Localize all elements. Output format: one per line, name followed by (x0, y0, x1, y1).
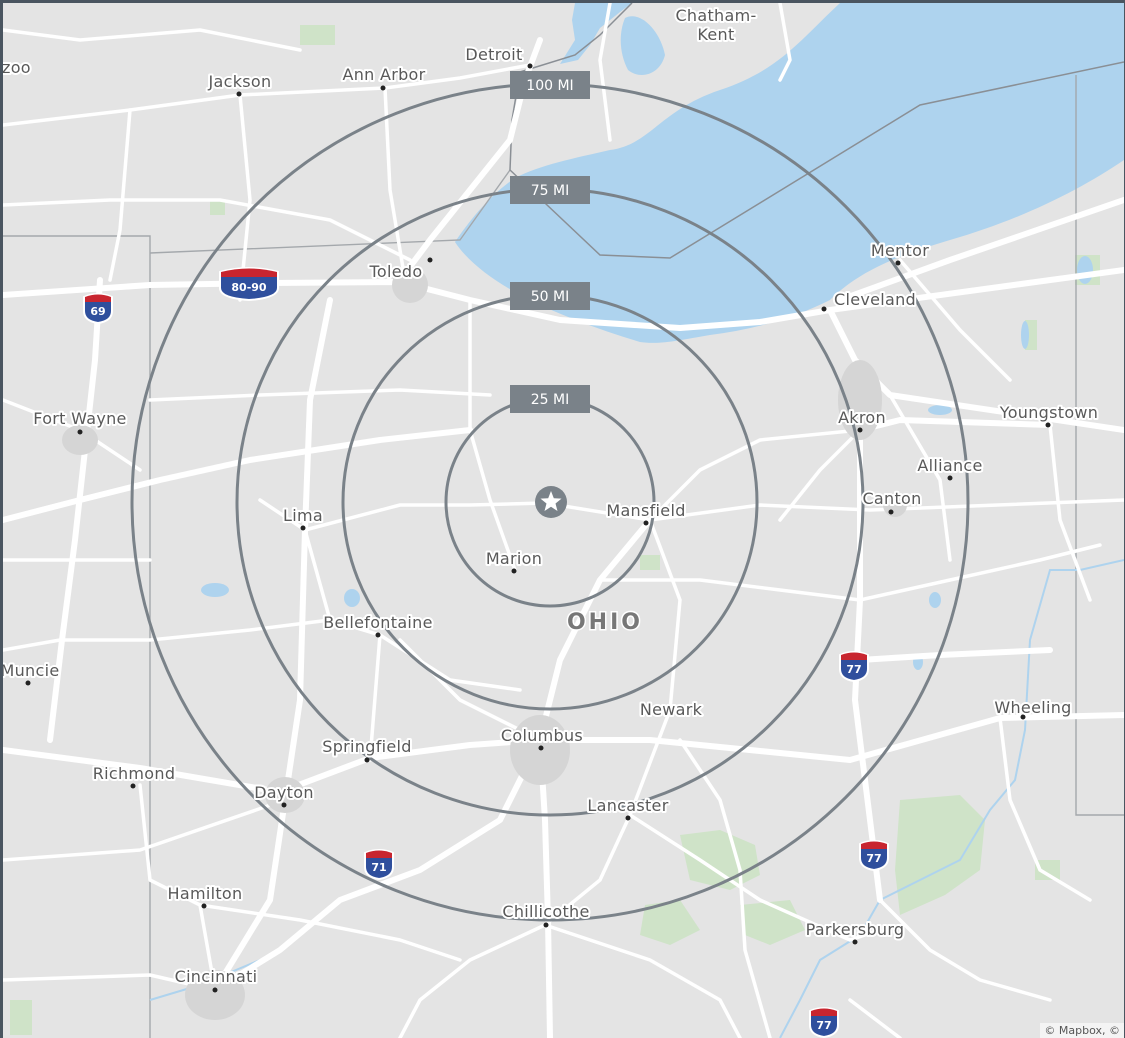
map-attribution[interactable]: © Mapbox, © (1040, 1023, 1124, 1038)
star-icon (540, 491, 562, 511)
ring-label-text: 75 MI (531, 183, 569, 199)
city-label-wheeling: Wheeling (994, 698, 1071, 717)
shield-number: 69 (90, 305, 105, 318)
parks (10, 25, 1100, 1035)
city-label-fort-wayne: Fort Wayne (33, 409, 126, 428)
city-label-lancaster: Lancaster (587, 796, 668, 815)
interstate-shield-80-90: 80-90 (219, 267, 279, 302)
city-label-columbus: Columbus (501, 726, 583, 745)
city-label-marion: Marion (486, 549, 542, 568)
city-label-dayton: Dayton (254, 783, 314, 802)
ring-label-text: 100 MI (526, 78, 573, 94)
city-label-mentor: Mentor (871, 241, 929, 260)
city-label-canton: Canton (862, 489, 921, 508)
city-label-cleveland: Cleveland (834, 290, 916, 309)
city-label-alliance: Alliance (917, 456, 982, 475)
interstate-shield-71: 71 (364, 849, 394, 881)
shield-number: 71 (371, 861, 386, 874)
ring-label-50: 50 MI (510, 282, 590, 310)
state-label-ohio: OHIO (567, 610, 643, 635)
interstate-shield-69: 69 (83, 293, 113, 325)
ring-label-text: 50 MI (531, 289, 569, 305)
water (455, 3, 1124, 343)
city-label-ann-arbor: Ann Arbor (342, 65, 425, 84)
city-label-chillicothe: Chillicothe (502, 902, 589, 921)
city-label-parkersburg: Parkersburg (806, 920, 905, 939)
city-label-muncie: Muncie (3, 661, 59, 680)
city-label-springfield: Springfield (322, 737, 411, 756)
city-label-lima: Lima (283, 506, 323, 525)
city-label-chatham: Chatham- (675, 6, 756, 25)
center-marker[interactable] (535, 486, 567, 518)
map-view[interactable]: 100 MI 75 MI 50 MI 25 MI 80-90 69 77 71 (3, 3, 1124, 1038)
interstate-shield-77: 77 (809, 1007, 839, 1038)
city-label-mansfield: Mansfield (606, 501, 685, 520)
shield-number: 77 (866, 852, 881, 865)
city-label-richmond: Richmond (93, 764, 176, 783)
ring-label-25: 25 MI (510, 385, 590, 413)
ring-label-100: 100 MI (510, 71, 590, 99)
shield-number: 77 (846, 663, 861, 676)
city-label-newark: Newark (640, 700, 703, 719)
city-label-youngstown: Youngstown (999, 403, 1099, 422)
interstate-shield-77: 77 (839, 651, 869, 683)
shield-number: 77 (816, 1019, 831, 1032)
city-label-akron: Akron (838, 408, 886, 427)
roads (3, 3, 1124, 1038)
ring-label-75: 75 MI (510, 176, 590, 204)
city-label-kent: Kent (697, 25, 734, 44)
city-label-toledo: Toledo (369, 262, 423, 281)
city-dots (25, 63, 1051, 993)
international-boundary (509, 3, 1124, 259)
city-label-zoo: zoo (3, 58, 31, 77)
interstate-shield-77: 77 (859, 840, 889, 872)
city-label-hamilton: Hamilton (168, 884, 243, 903)
shield-number: 80-90 (231, 281, 267, 294)
city-label-bellefontaine: Bellefontaine (323, 613, 433, 632)
city-label-detroit: Detroit (465, 45, 522, 64)
city-label-cincinnati: Cincinnati (175, 967, 258, 986)
ring-label-text: 25 MI (531, 392, 569, 408)
city-label-jackson: Jackson (208, 72, 272, 91)
city-labels: Detroit Chatham- Kent zoo Jackson Ann Ar… (3, 4, 1100, 988)
